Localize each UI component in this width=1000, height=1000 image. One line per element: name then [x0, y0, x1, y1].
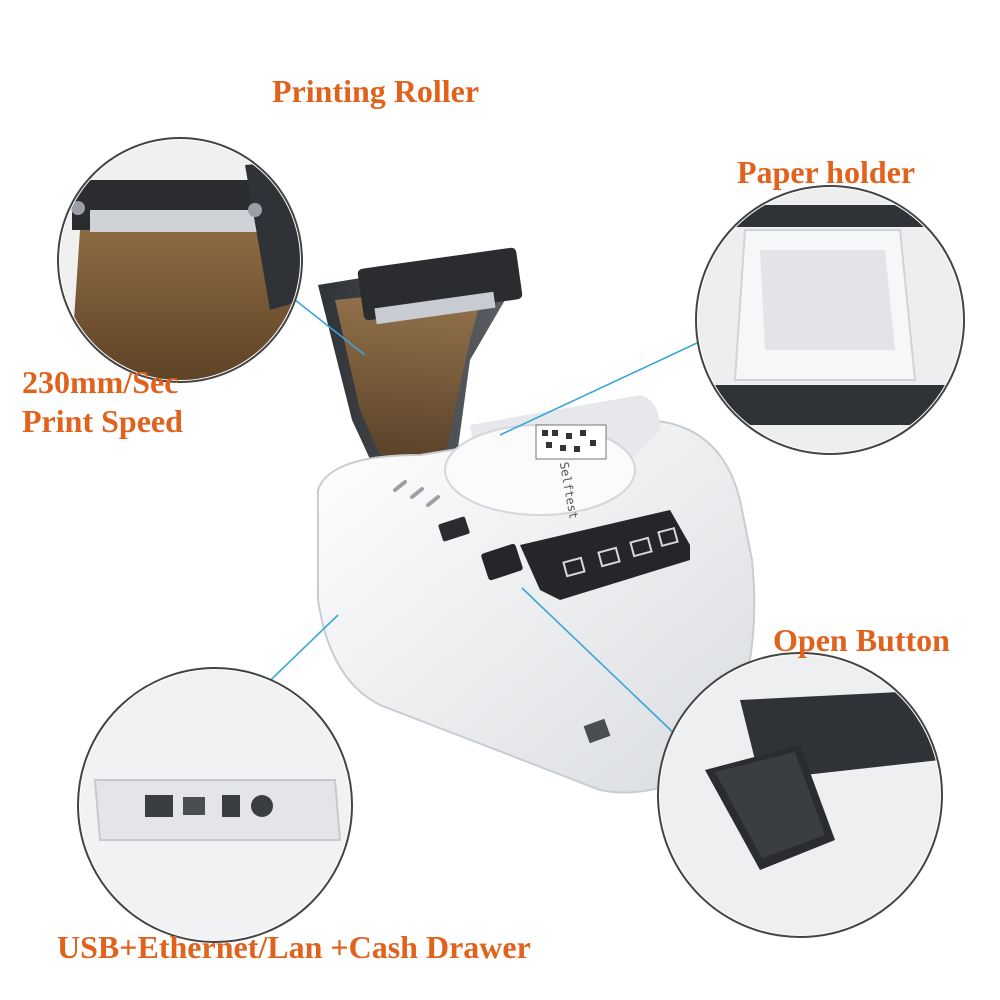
label-open-button: Open Button	[773, 622, 950, 658]
detail-paper-holder	[695, 185, 965, 455]
usb-port	[183, 797, 205, 815]
label-print-speed-line1: 230mm/Sec	[22, 364, 179, 400]
power-port	[251, 795, 273, 817]
label-print-speed-line2: Print Speed	[22, 403, 183, 439]
label-printing-roller: Printing Roller	[272, 73, 480, 109]
detail-open-button	[657, 652, 943, 938]
cash-drawer-port	[222, 795, 240, 817]
printer-body	[317, 418, 756, 794]
label-paper-holder: Paper holder	[737, 154, 916, 190]
leader-printing-roller	[284, 291, 366, 356]
ethernet-port	[145, 795, 173, 817]
printer-main: Selftest	[317, 247, 756, 794]
detail-printing-roller	[57, 137, 303, 383]
detail-ports	[77, 667, 353, 943]
open-button	[481, 543, 523, 581]
lid-window	[335, 285, 485, 455]
side-vents	[393, 480, 440, 507]
front-panel	[520, 510, 690, 600]
leader-paper-holder	[499, 335, 713, 436]
label-ports: USB+Ethernet/Lan +Cash Drawer	[57, 929, 531, 965]
